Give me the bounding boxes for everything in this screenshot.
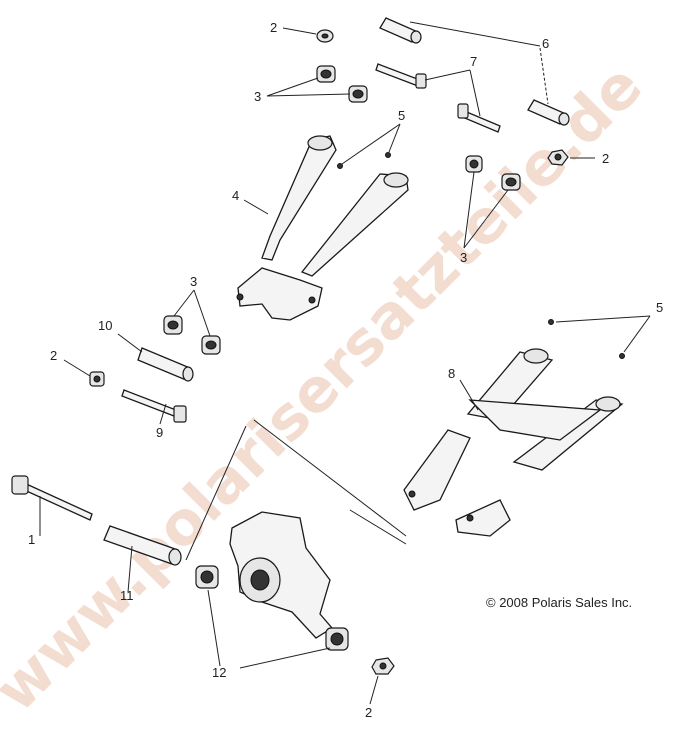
knuckle-assembly	[229, 511, 333, 639]
part-3-bushing-e	[163, 315, 183, 335]
part-3-bushing-d	[501, 173, 521, 191]
part-2-nut-top	[316, 29, 334, 43]
part-8-lower-arm	[403, 348, 624, 537]
part-11-sleeve	[103, 525, 182, 566]
callout-2-right: 2	[602, 151, 609, 166]
copyright-notice: © 2008 Polaris Sales Inc.	[486, 595, 632, 610]
part-4-upper-a-arm	[236, 135, 409, 321]
part-5-fitting-a	[337, 163, 343, 169]
leader-lines	[39, 21, 651, 705]
part-2-nut-bottom	[371, 657, 395, 675]
callout-9: 9	[156, 425, 163, 440]
part-7-bolt-a	[375, 63, 427, 89]
part-7-bolt-b	[457, 103, 501, 133]
part-10-sleeve	[137, 347, 194, 382]
callout-3-left: 3	[190, 274, 197, 289]
callout-2-top: 2	[270, 20, 277, 35]
part-12-bushing-a	[195, 565, 219, 589]
part-6-sleeve-top	[379, 17, 422, 44]
callout-11: 11	[120, 588, 134, 603]
part-5-fitting-c	[548, 319, 554, 325]
part-6-sleeve-right	[527, 99, 570, 126]
part-2-nut-right	[547, 149, 569, 166]
callout-3-top: 3	[254, 89, 261, 104]
part-12-bushing-b	[325, 627, 349, 651]
part-5-fitting-b	[385, 152, 391, 158]
callout-8: 8	[448, 366, 455, 381]
part-3-bushing-c	[465, 155, 483, 173]
part-3-bushing-b	[348, 85, 368, 103]
part-1-long-bolt	[11, 475, 93, 521]
part-5-fitting-d	[619, 353, 625, 359]
knuckle-reference-outline	[185, 419, 407, 561]
callout-2-left: 2	[50, 348, 57, 363]
callout-2-bottom: 2	[365, 705, 372, 720]
part-9-bolt	[121, 389, 187, 423]
callout-6: 6	[542, 36, 549, 51]
callout-12: 12	[212, 665, 226, 680]
callout-1: 1	[28, 532, 35, 547]
part-3-bushing-f	[201, 335, 221, 355]
part-3-bushing-a	[316, 65, 336, 83]
callout-7: 7	[470, 54, 477, 69]
part-2-nut-left	[89, 371, 105, 387]
callout-5-right: 5	[656, 300, 663, 315]
callout-3-right: 3	[460, 250, 467, 265]
callout-5-top: 5	[398, 108, 405, 123]
callout-10: 10	[98, 318, 112, 333]
callout-4: 4	[232, 188, 239, 203]
